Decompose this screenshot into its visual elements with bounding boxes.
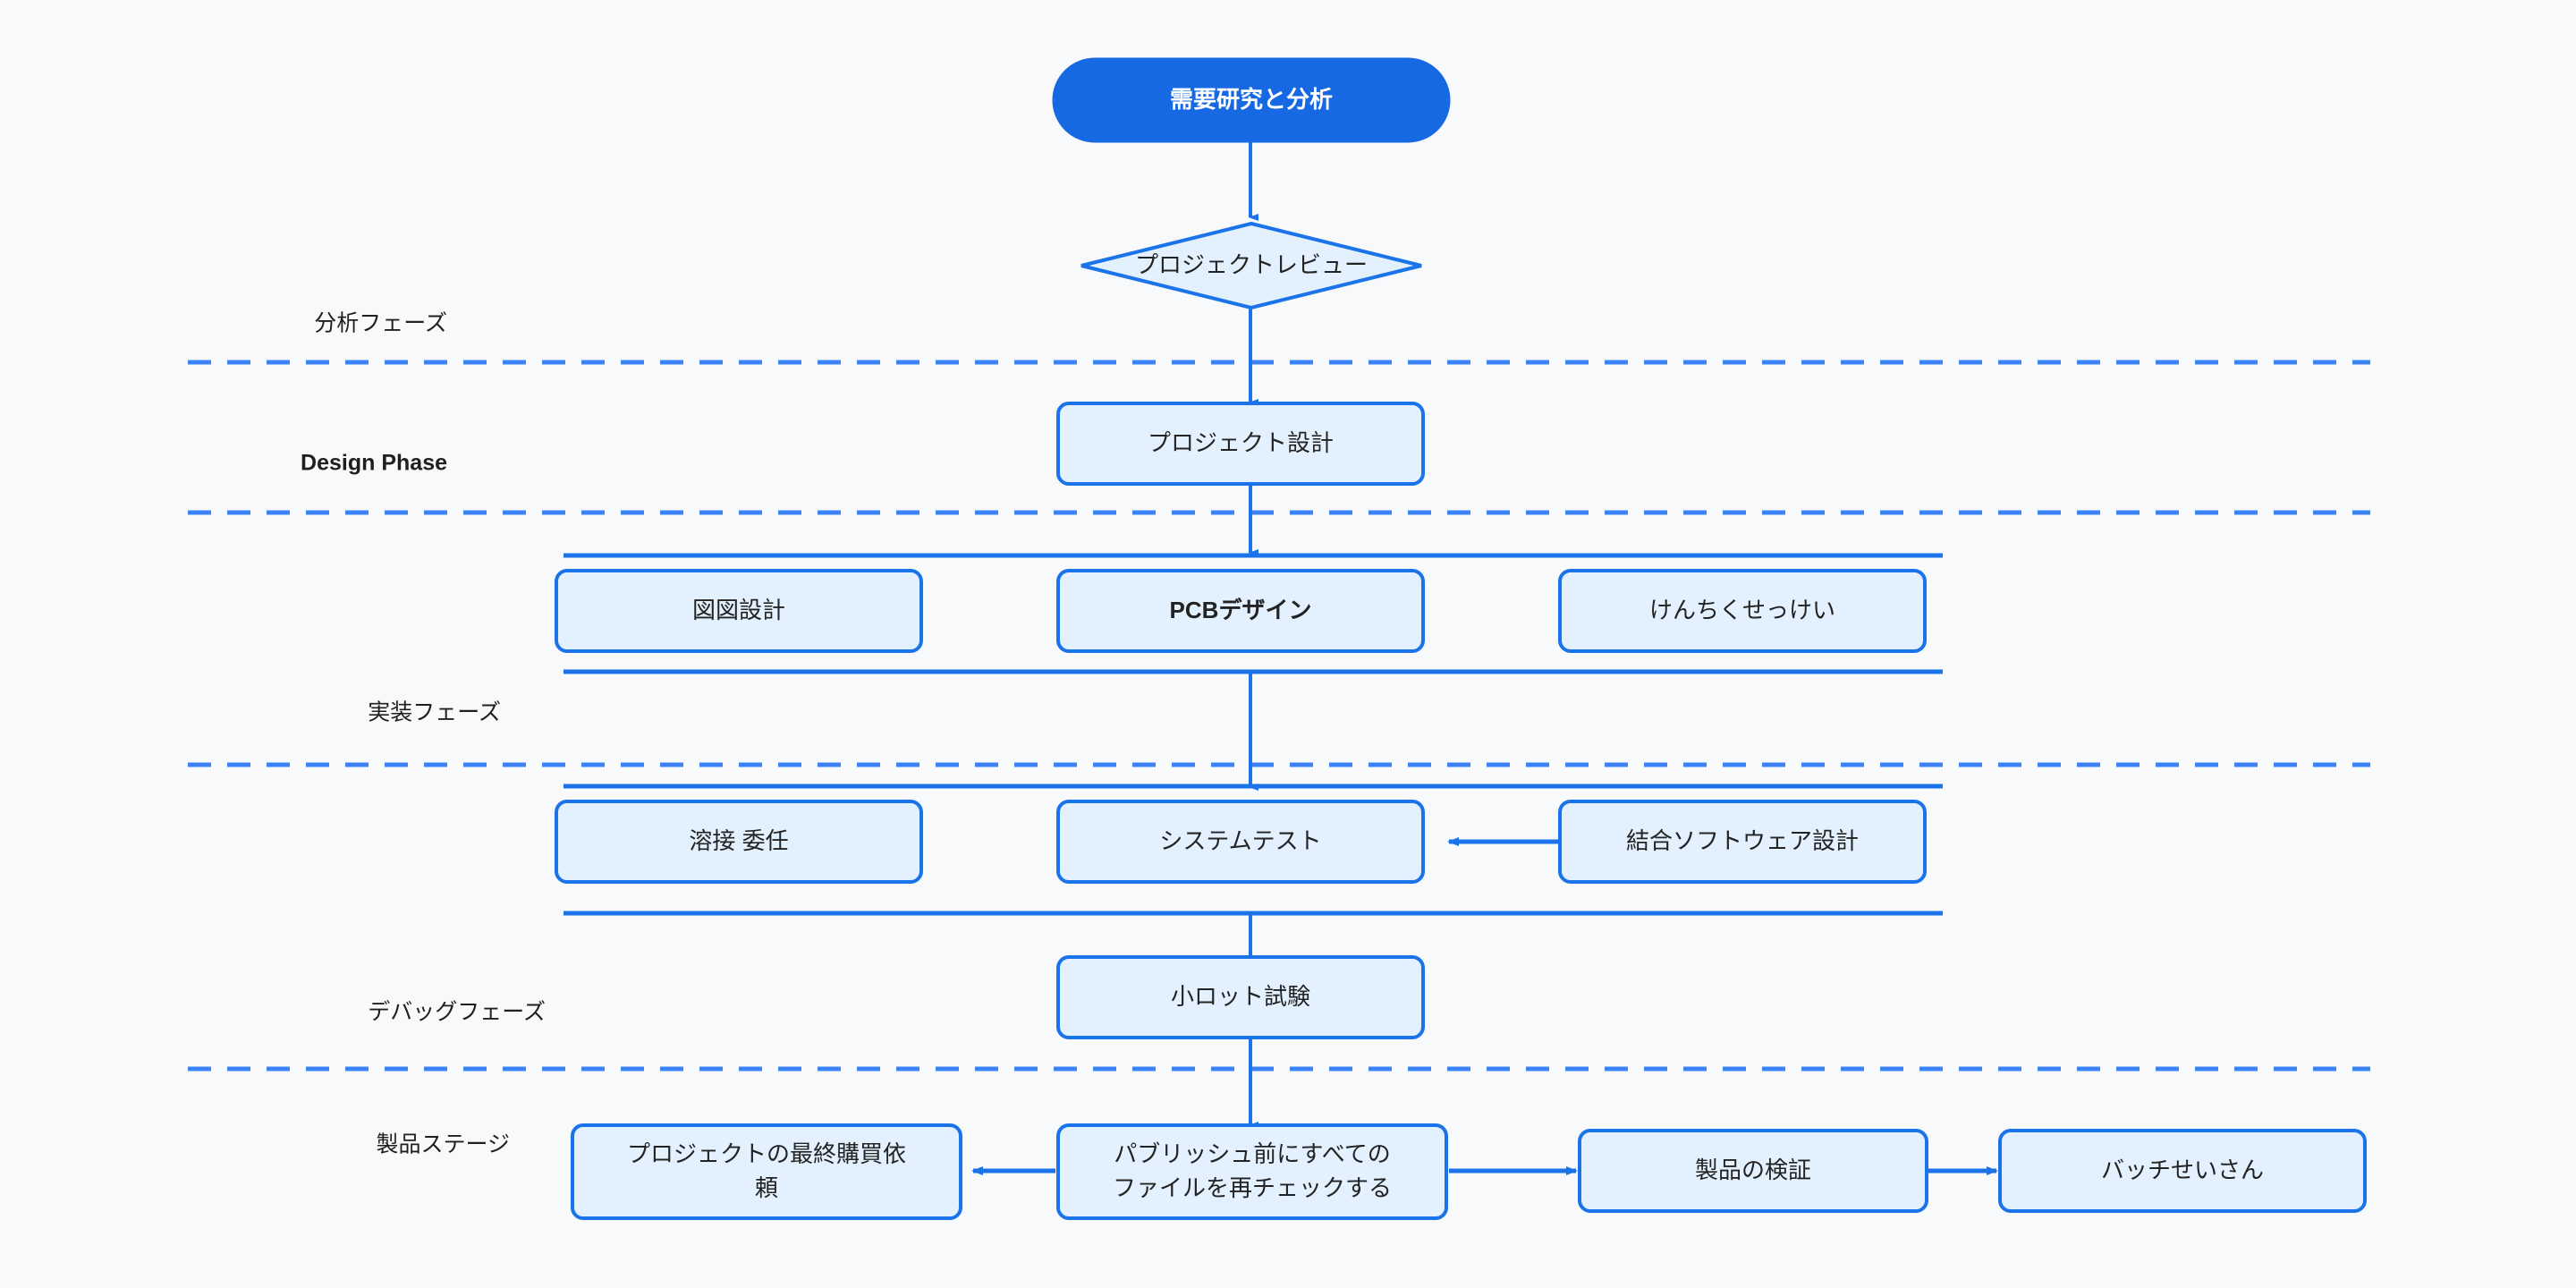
node-review[interactable]: プロジェクトレビュー [1080, 221, 1422, 310]
node-system-test[interactable]: システムテスト [1056, 800, 1425, 884]
node-schematic-shape[interactable] [555, 569, 923, 653]
node-structure-label: けんちくせっけい [1649, 597, 1835, 623]
node-welding-label: 溶接 委任 [689, 827, 788, 854]
node-start-shape[interactable] [1052, 57, 1451, 143]
node-purchase-label-line1: プロジェクトの最終購買依 [627, 1140, 906, 1167]
fork-join-bars [564, 553, 1943, 916]
node-schematic-label: 図図設計 [692, 597, 785, 623]
node-structure-shape[interactable] [1558, 569, 1927, 653]
node-batch-production[interactable]: バッチせいさん [1998, 1129, 2367, 1213]
node-structure[interactable]: けんちくせっけい [1558, 569, 1927, 653]
node-batch-production-label: バッチせいさん [2101, 1157, 2264, 1183]
node-small-lot[interactable]: 小ロット試験 [1056, 955, 1425, 1039]
connectors [971, 141, 1998, 1175]
node-system-test-shape[interactable] [1056, 800, 1425, 884]
node-verification[interactable]: 製品の検証 [1578, 1129, 1928, 1213]
node-recheck-label-line2: ファイルを再チェックする [1113, 1174, 1392, 1201]
phase-separators [188, 360, 2370, 1072]
node-schematic[interactable]: 図図設計 [555, 569, 923, 653]
node-small-lot-label: 小ロット試験 [1171, 983, 1310, 1010]
node-batch-production-shape[interactable] [1998, 1129, 2367, 1213]
node-recheck[interactable]: パブリッシュ前にすべての ファイルを再チェックする [1056, 1123, 1448, 1220]
node-software-label: 結合ソフトウェア設計 [1626, 827, 1859, 854]
phase-label-implementation: 実装フェーズ [368, 700, 501, 725]
node-verification-label: 製品の検証 [1695, 1157, 1811, 1183]
node-software-shape[interactable] [1558, 800, 1927, 884]
node-review-label: プロジェクトレビュー [1135, 251, 1368, 278]
node-purchase-label-line2: 頼 [755, 1174, 778, 1201]
node-software[interactable]: 結合ソフトウェア設計 [1558, 800, 1927, 884]
node-pcb-shape[interactable] [1056, 569, 1425, 653]
node-system-test-label: システムテスト [1159, 827, 1321, 854]
node-small-lot-shape[interactable] [1056, 955, 1425, 1039]
phase-label-product: 製品ステージ [376, 1132, 510, 1157]
node-purchase[interactable]: プロジェクトの最終購買依 頼 [571, 1123, 962, 1220]
node-start[interactable]: 需要研究と分析 [1052, 57, 1451, 143]
node-pcb[interactable]: PCBデザイン [1056, 569, 1425, 653]
node-purchase-shape[interactable] [571, 1123, 962, 1220]
phase-label-design: Design Phase [301, 451, 447, 476]
node-recheck-shape[interactable] [1056, 1123, 1448, 1220]
phase-label-debug: デバッグフェーズ [368, 1000, 546, 1025]
node-project-design-label: プロジェクト設計 [1148, 429, 1334, 456]
node-project-design-shape[interactable] [1056, 402, 1425, 486]
node-project-design[interactable]: プロジェクト設計 [1056, 402, 1425, 486]
phase-label-analysis: 分析フェーズ [314, 311, 447, 336]
node-recheck-label-line1: パブリッシュ前にすべての [1114, 1140, 1390, 1167]
node-start-label: 需要研究と分析 [1170, 86, 1333, 113]
node-welding[interactable]: 溶接 委任 [555, 800, 923, 884]
node-verification-shape[interactable] [1578, 1129, 1928, 1213]
phase-labels: 分析フェーズ Design Phase 実装フェーズ デバッグフェーズ 製品ステ… [301, 311, 546, 1157]
node-review-shape[interactable] [1080, 221, 1422, 310]
node-welding-shape[interactable] [555, 800, 923, 884]
node-pcb-label: PCBデザイン [1170, 597, 1312, 623]
